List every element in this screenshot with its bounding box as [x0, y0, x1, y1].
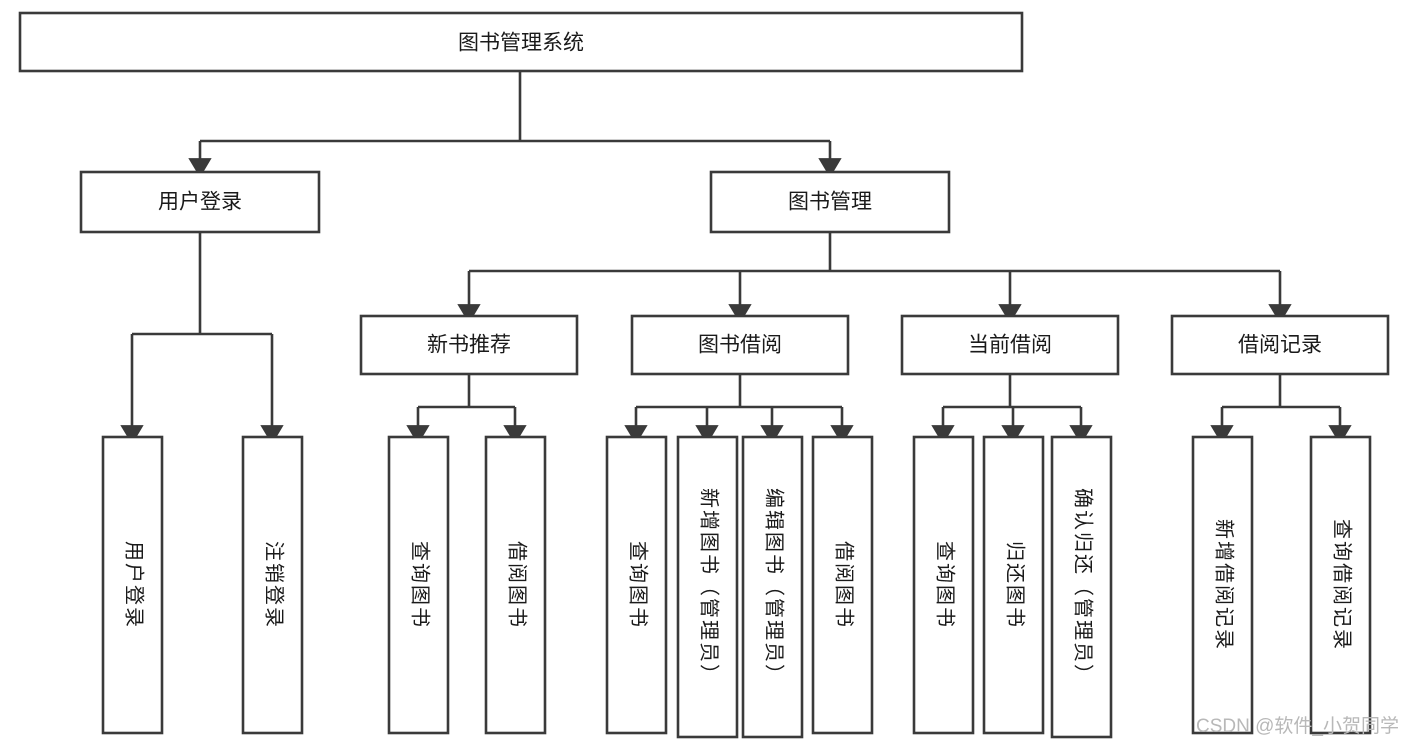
leaf-box[interactable]	[676, 435, 739, 739]
new-book-recommend-label: 新书推荐	[427, 334, 511, 357]
leaf-label: 归还图书	[1004, 541, 1027, 629]
leaf-new-book-2[interactable]: 借阅图书	[484, 435, 547, 735]
new-book-recommend-box[interactable]	[359, 314, 579, 376]
leaf-label: 查询图书	[934, 541, 957, 629]
leaf-box[interactable]	[241, 435, 304, 735]
leaf-book-borrow-1[interactable]: 查询图书	[605, 435, 668, 735]
leaf-book-borrow-4[interactable]: 借阅图书	[811, 435, 874, 735]
node-current-borrow[interactable]: 当前借阅	[900, 314, 1120, 376]
leaf-label: 用户登录	[123, 541, 146, 629]
root-box[interactable]	[18, 11, 1024, 73]
leaf-box[interactable]	[101, 435, 164, 735]
leaf-current-borrow-1[interactable]: 查询图书	[912, 435, 975, 735]
node-book-borrow[interactable]: 图书借阅	[630, 314, 850, 376]
node-book-manage[interactable]: 图书管理	[709, 170, 951, 234]
book-borrow-label: 图书借阅	[698, 334, 782, 357]
csdn-watermark: CSDN @软件_小贺同学	[1196, 715, 1399, 737]
leaf-label: 编辑图书（管理员）	[763, 488, 786, 686]
leaf-label: 新增借阅记录	[1213, 519, 1236, 651]
leaf-user-login-1[interactable]: 用户登录	[101, 435, 164, 735]
leaf-box[interactable]	[912, 435, 975, 735]
leaf-label: 借阅图书	[833, 541, 856, 629]
leaf-label: 新增图书（管理员）	[698, 488, 721, 686]
leaf-current-borrow-2[interactable]: 归还图书	[982, 435, 1045, 735]
current-borrow-label: 当前借阅	[968, 334, 1052, 357]
leaf-new-book-1[interactable]: 查询图书	[387, 435, 450, 735]
leaf-label: 查询图书	[409, 541, 432, 629]
leaf-box[interactable]	[387, 435, 450, 735]
leaf-book-borrow-3[interactable]: 编辑图书（管理员）	[741, 435, 804, 739]
node-root-system[interactable]: 图书管理系统	[18, 11, 1024, 73]
node-user-login[interactable]: 用户登录	[79, 170, 321, 234]
leaf-box[interactable]	[741, 435, 804, 739]
leaf-box[interactable]	[1050, 435, 1113, 739]
leaf-borrow-record-1[interactable]: 新增借阅记录	[1191, 435, 1254, 735]
root-label: 图书管理系统	[458, 32, 584, 55]
connector-layer	[120, 71, 1352, 445]
current-borrow-box[interactable]	[900, 314, 1120, 376]
leaf-label: 借阅图书	[506, 541, 529, 629]
leaf-box[interactable]	[811, 435, 874, 735]
node-borrow-record[interactable]: 借阅记录	[1170, 314, 1390, 376]
leaf-box[interactable]	[605, 435, 668, 735]
book-borrow-box[interactable]	[630, 314, 850, 376]
user-login-box[interactable]	[79, 170, 321, 234]
node-new-book-recommend[interactable]: 新书推荐	[359, 314, 579, 376]
leaf-box[interactable]	[1191, 435, 1254, 735]
leaf-box[interactable]	[982, 435, 1045, 735]
book-manage-box[interactable]	[709, 170, 951, 234]
leaf-label: 查询借阅记录	[1331, 519, 1354, 651]
user-login-label: 用户登录	[158, 191, 242, 214]
leaf-user-login-2[interactable]: 注销登录	[241, 435, 304, 735]
book-manage-label: 图书管理	[788, 191, 872, 214]
leaf-box[interactable]	[1309, 435, 1372, 735]
leaf-book-borrow-2[interactable]: 新增图书（管理员）	[676, 435, 739, 739]
leaf-borrow-record-2[interactable]: 查询借阅记录	[1309, 435, 1372, 735]
leaf-label: 注销登录	[263, 541, 286, 629]
leaf-current-borrow-3[interactable]: 确认归还（管理员）	[1050, 435, 1113, 739]
leaf-box[interactable]	[484, 435, 547, 735]
borrow-record-label: 借阅记录	[1238, 334, 1322, 357]
leaf-label: 查询图书	[627, 541, 650, 629]
leaf-label: 确认归还（管理员）	[1072, 488, 1095, 686]
borrow-record-box[interactable]	[1170, 314, 1390, 376]
